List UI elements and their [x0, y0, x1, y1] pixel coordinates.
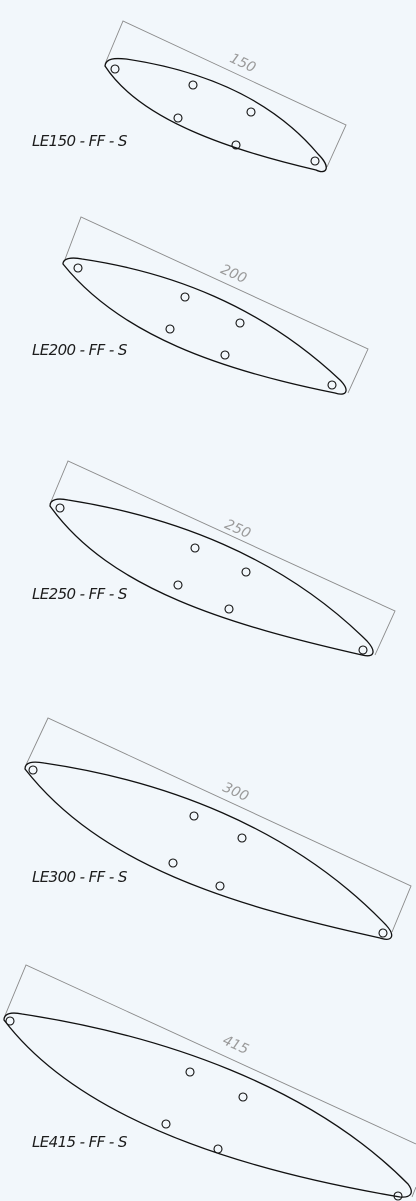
mounting-hole	[241, 567, 251, 577]
dimension-value: 300	[220, 780, 251, 806]
mounting-hole	[224, 604, 234, 614]
mounting-hole	[220, 350, 230, 360]
mounting-hole	[189, 811, 199, 821]
mounting-hole	[213, 1144, 223, 1154]
mounting-hole	[231, 140, 241, 150]
mounting-hole	[327, 380, 337, 390]
panel-outline	[49, 498, 374, 657]
mounting-hole	[238, 1092, 248, 1102]
mounting-hole	[358, 645, 368, 655]
panel-le250: 250 LE250 - FF - S	[32, 460, 396, 657]
mounting-hole	[168, 858, 178, 868]
mounting-hole	[55, 503, 65, 513]
dimension-value: 200	[218, 262, 249, 288]
mounting-hole	[173, 113, 183, 123]
panel-outline	[62, 257, 347, 395]
dimension-line	[24, 717, 412, 933]
panel-label: LE150 - FF - S	[32, 132, 128, 150]
mounting-holes	[110, 64, 320, 166]
panel-label: LE415 - FF - S	[32, 1133, 128, 1151]
dimension-line	[104, 20, 347, 168]
panel-outline	[104, 57, 327, 173]
mounting-hole	[165, 324, 175, 334]
mounting-hole	[215, 881, 225, 891]
panel-le415: 415 LE415 - FF - S	[3, 964, 416, 1201]
mounting-holes	[5, 1016, 403, 1201]
mounting-holes	[73, 263, 337, 390]
mounting-hole	[173, 580, 183, 590]
panel-le300: 300 LE300 - FF - S	[24, 717, 412, 940]
mounting-hole	[378, 928, 388, 938]
dimension-line	[3, 964, 416, 1198]
mounting-holes	[55, 503, 368, 655]
mounting-hole	[190, 543, 200, 553]
mounting-hole	[185, 1067, 195, 1077]
panel-label: LE200 - FF - S	[32, 341, 128, 359]
panel-label: LE300 - FF - S	[32, 868, 128, 886]
mounting-hole	[235, 318, 245, 328]
mounting-holes	[28, 765, 388, 938]
mounting-hole	[110, 64, 120, 74]
dimension-value: 415	[220, 1033, 251, 1059]
panel-outline	[24, 761, 393, 940]
panel-label: LE250 - FF - S	[32, 585, 128, 603]
panel-le150: 150 LE150 - FF - S	[32, 20, 347, 173]
mounting-hole	[188, 80, 198, 90]
mounting-hole	[246, 107, 256, 117]
mounting-hole	[5, 1016, 15, 1026]
mounting-hole	[161, 1119, 171, 1129]
mounting-hole	[237, 833, 247, 843]
panel-outline	[3, 1012, 412, 1198]
mounting-hole	[310, 156, 320, 166]
mounting-hole	[73, 263, 83, 273]
panel-le200: 200 LE200 - FF - S	[32, 216, 369, 395]
mounting-hole	[393, 1191, 403, 1201]
mounting-hole	[180, 292, 190, 302]
dimension-value: 250	[222, 517, 253, 543]
dimension-value: 150	[227, 50, 258, 76]
dimension-line	[49, 460, 396, 656]
dimension-line	[63, 216, 369, 394]
mounting-hole	[28, 765, 38, 775]
